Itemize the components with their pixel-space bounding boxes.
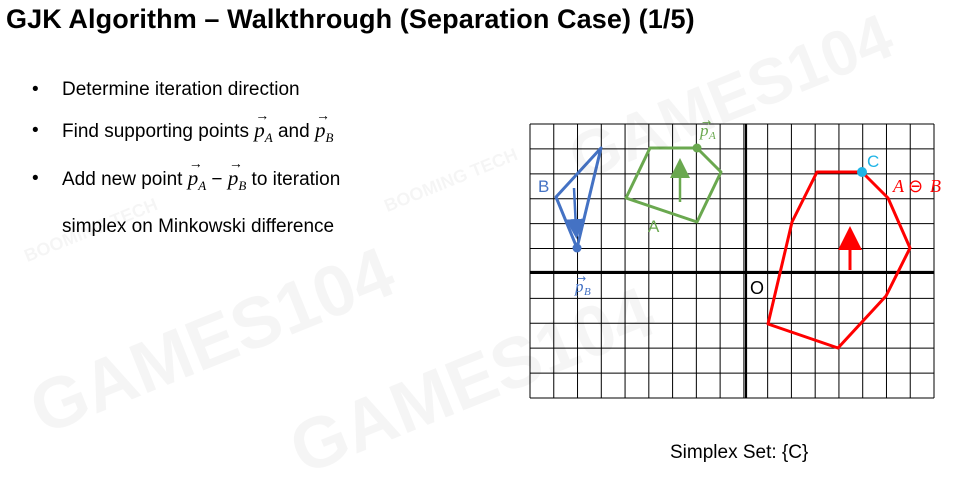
minkowski-label-a: A (892, 176, 905, 196)
vector-p-b: →pB (227, 157, 247, 194)
minkowski-label-b: B (930, 176, 941, 196)
simplex-set-label: Simplex Set: {C} (670, 442, 809, 463)
bullet-text: Add new point (62, 169, 188, 191)
bullet-text: Determine iteration direction (62, 79, 300, 100)
svg-text:→: → (577, 272, 586, 285)
svg-text:A: A (708, 130, 716, 142)
svg-text:p: p (699, 121, 709, 140)
page-title: GJK Algorithm – Walkthrough (Separation … (6, 4, 695, 34)
shape-b (554, 146, 603, 250)
bullet-continuation: simplex on Minkowski difference (62, 216, 335, 238)
support-point-b (572, 243, 582, 253)
bullet-item: • Determine iteration direction (32, 79, 300, 100)
support-a-label: → p A (699, 116, 716, 142)
minkowski-difference (766, 170, 912, 350)
support-b-label: → p B (574, 272, 591, 298)
svg-text:p: p (574, 277, 584, 296)
support-point-a (692, 143, 702, 153)
bullet-list: • Determine iteration direction • Find s… (32, 76, 340, 254)
point-c-label: C (867, 152, 879, 171)
point-c (857, 167, 867, 177)
bullet-item: • Add new point →pA − →pB to iteration s… (32, 157, 340, 240)
shape-a (624, 146, 723, 224)
minkowski-operator: ⊖ (908, 176, 923, 197)
vector-p-a: →pA (187, 157, 207, 194)
bullet-item: • Find supporting points →pA and →pB (32, 109, 334, 146)
shape-b-label: B (538, 177, 549, 196)
origin-label: O (750, 278, 764, 298)
svg-text:B: B (584, 286, 591, 298)
direction-arrow-b (565, 187, 586, 239)
bullet-text: Find supporting points (62, 121, 255, 142)
vector-p-b: →pB (314, 109, 334, 146)
shape-a-label: A (648, 217, 660, 236)
svg-text:→: → (702, 116, 711, 129)
vector-p-a: →pA (254, 109, 273, 146)
